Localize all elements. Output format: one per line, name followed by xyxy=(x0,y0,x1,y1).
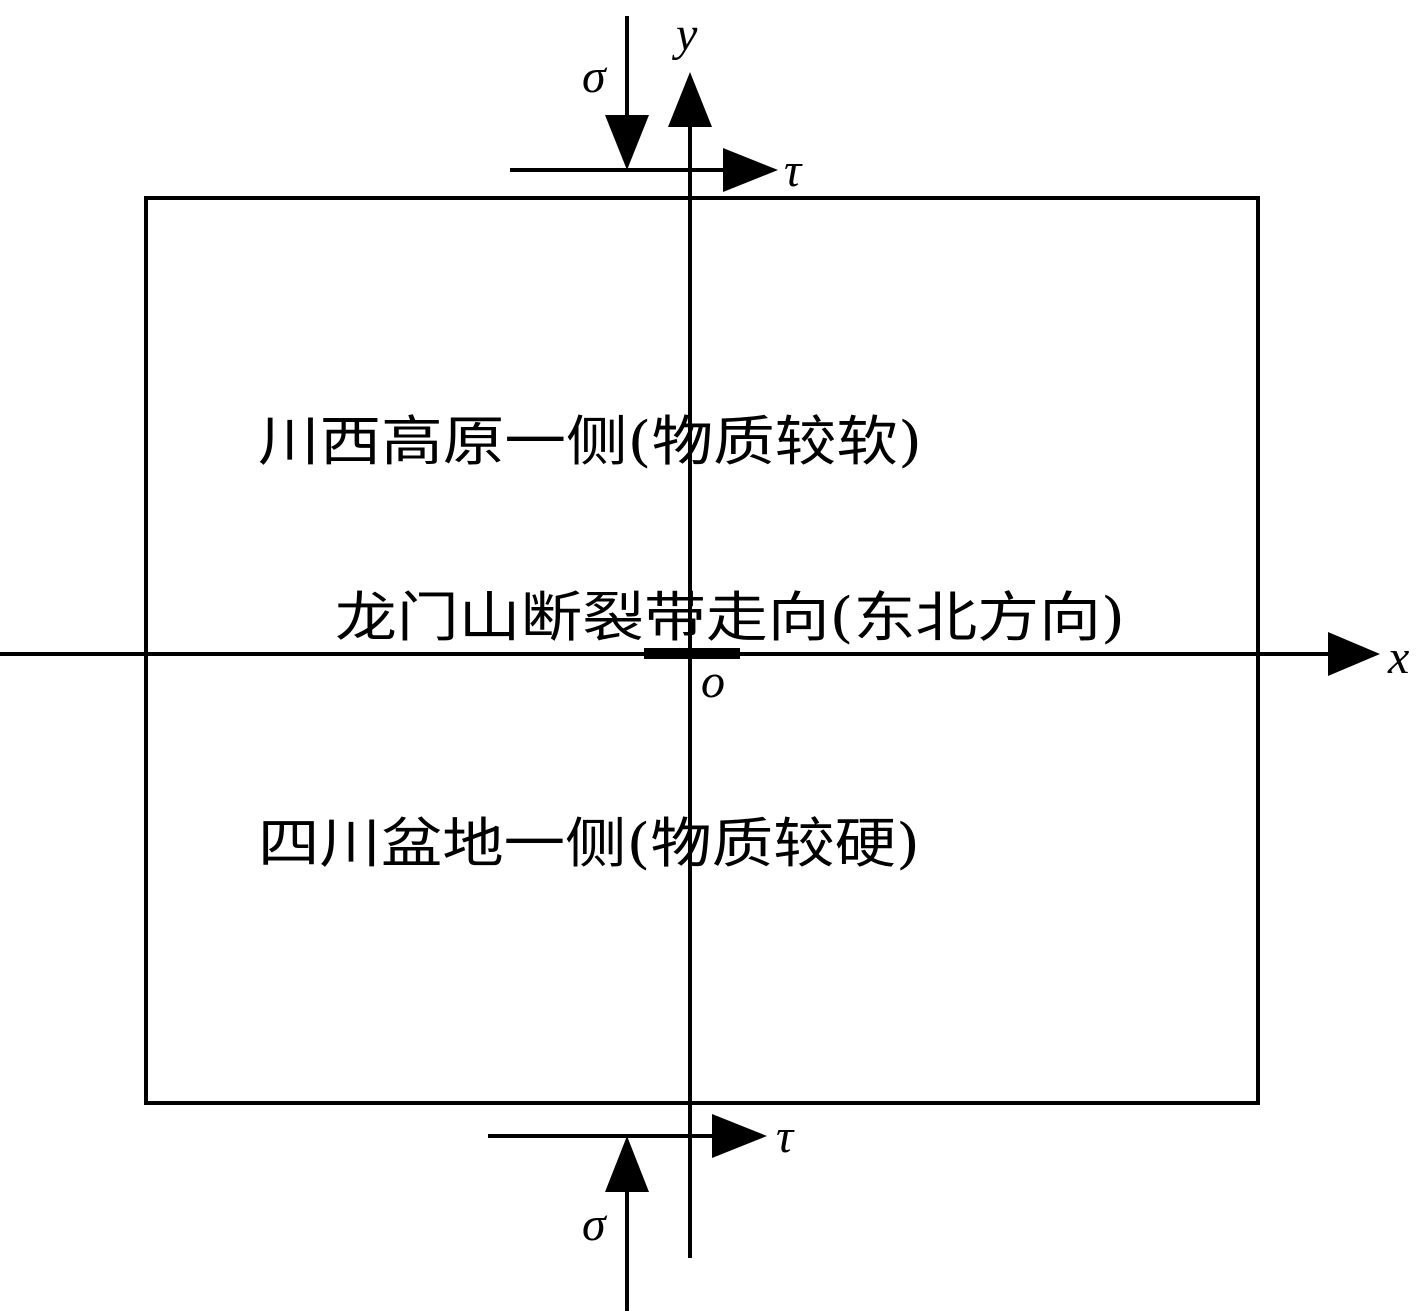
bottom-shear-stress-label: τ xyxy=(776,1110,795,1163)
fault-segment-marker xyxy=(644,648,740,659)
top-normal-stress-arrowhead xyxy=(605,115,649,170)
x-axis-arrowhead xyxy=(1328,632,1380,676)
y-axis-arrowhead xyxy=(668,72,712,127)
bottom-normal-stress-label: σ xyxy=(582,1198,608,1251)
top-shear-stress-arrowhead xyxy=(723,148,778,192)
lower-region-label: 四川盆地一侧(物质较硬) xyxy=(258,812,920,875)
model-block-outline xyxy=(144,196,1260,1105)
fault-strike-label: 龙门山断裂带走向(东北方向) xyxy=(335,586,1125,649)
bottom-normal-stress-arrowhead xyxy=(605,1136,649,1192)
bottom-shear-stress-arrowhead xyxy=(712,1114,767,1158)
origin-label: o xyxy=(701,655,725,708)
y-axis-label: y xyxy=(671,8,698,61)
top-shear-stress-label: τ xyxy=(784,144,803,197)
top-normal-stress-label: σ xyxy=(582,50,608,103)
x-axis-label: x xyxy=(1387,631,1409,684)
upper-region-label: 川西高原一侧(物质较软) xyxy=(258,410,922,473)
